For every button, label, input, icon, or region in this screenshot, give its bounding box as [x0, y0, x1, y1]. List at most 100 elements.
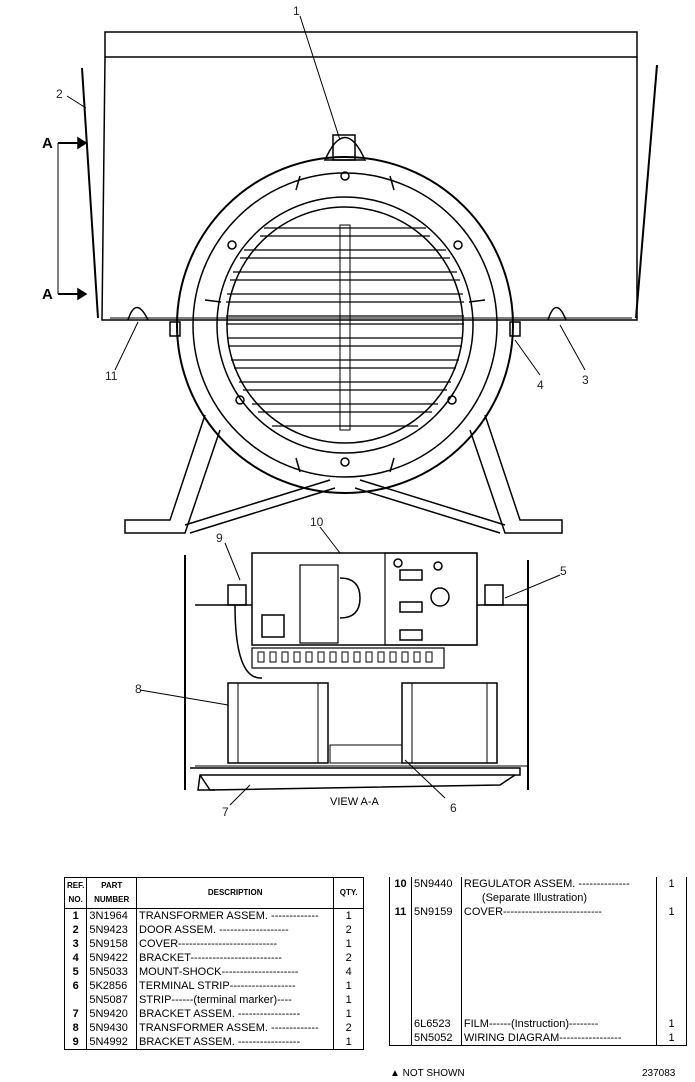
cell-part: 5N4992 [86, 1035, 138, 1050]
callout-8: 8 [135, 682, 142, 696]
cell-part: 5N5052 [410, 1031, 462, 1046]
cell-description: FILM------(Instruction)-------- [460, 1017, 658, 1031]
cell-description-text: REGULATOR ASSEM. -------------- [463, 878, 630, 890]
cell-description: WIRING DIAGRAM----------------- [460, 1031, 658, 1046]
cell-description-note: (Separate Illustration) [481, 892, 588, 904]
cell-description-text: FILM------(Instruction)-------- [463, 1018, 599, 1030]
view-a-a: VIEW A-A [184, 552, 529, 808]
cell-ref [389, 1031, 412, 1046]
cell-qty: 1 [333, 1007, 364, 1021]
cell-description: BRACKET------------------------- [136, 951, 335, 965]
callout-11: 11 [105, 369, 118, 383]
cell-qty: 2 [333, 951, 364, 965]
cell-part: 5K2856 [86, 979, 138, 993]
cell-ref: 6 [63, 979, 88, 993]
leader-lines [66, 15, 586, 806]
cell-qty: 1 [656, 1017, 687, 1031]
cell-part: 5N9430 [86, 1021, 138, 1035]
cell-description: BRACKET ASSEM. ----------------- [136, 1035, 335, 1050]
cell-ref: 3 [63, 937, 88, 951]
cell-ref [63, 993, 88, 1007]
cell-part: 5N9158 [86, 937, 138, 951]
cell-ref: 8 [63, 1021, 88, 1035]
header-qty: QTY. [333, 877, 364, 909]
cell-description: DOOR ASSEM. ------------------- [136, 923, 335, 937]
callout-6: 6 [450, 801, 457, 815]
cell-description: BRACKET ASSEM. ----------------- [136, 1007, 335, 1021]
callout-2: 2 [56, 87, 63, 101]
cell-description-text: COVER--------------------------- [463, 906, 602, 918]
header-part-number: PART NUMBER [86, 877, 138, 909]
header-ref: REF. NO. [63, 877, 88, 909]
cell-qty: 4 [333, 965, 364, 979]
callout-9: 9 [216, 531, 223, 545]
cell-qty: 1 [656, 905, 687, 1017]
cell-qty: 1 [656, 877, 687, 905]
section-marker-top: A [42, 135, 53, 152]
cell-qty: 1 [333, 937, 364, 951]
cell-ref: 2 [63, 923, 88, 937]
cell-description: REGULATOR ASSEM. -------------- (Separate… [460, 877, 658, 905]
cell-qty: 1 [333, 908, 364, 923]
cell-description: TERMINAL STRIP------------------ [136, 979, 335, 993]
parts-table-header: REF. NO. PART NUMBER DESCRIPTION QTY. [63, 877, 364, 909]
view-label: VIEW A-A [330, 796, 380, 808]
callout-1: 1 [293, 4, 300, 18]
header-description: DESCRIPTION [136, 877, 335, 909]
cell-ref: 10 [389, 877, 412, 905]
cell-part: 3N1964 [86, 908, 138, 923]
cell-ref: 5 [63, 965, 88, 979]
not-shown-note: ▲ NOT SHOWN [390, 1068, 465, 1079]
cell-part: 5N9159 [410, 905, 462, 1017]
cell-description: COVER--------------------------- [136, 937, 335, 951]
cell-ref [389, 1017, 412, 1031]
cell-part: 5N9440 [410, 877, 462, 905]
cell-part: 5N9422 [86, 951, 138, 965]
cell-ref: 11 [389, 905, 412, 1017]
cell-ref: 9 [63, 1035, 88, 1050]
cell-qty: 1 [656, 1031, 687, 1046]
cell-part: 5N9420 [86, 1007, 138, 1021]
cell-description-text: WIRING DIAGRAM----------------- [463, 1032, 622, 1044]
figure-number: 237083 [642, 1068, 676, 1079]
callout-5: 5 [560, 564, 567, 578]
exploded-parts-drawing: A A [42, 4, 658, 819]
cell-part: 5N5033 [86, 965, 138, 979]
cell-qty: 2 [333, 1021, 364, 1035]
cell-qty: 1 [333, 1035, 364, 1050]
cell-ref: 1 [63, 908, 88, 923]
section-arrows: A A [42, 135, 88, 303]
cell-part: 5N9423 [86, 923, 138, 937]
callout-4: 4 [537, 378, 544, 392]
section-marker-bottom: A [42, 286, 53, 303]
cell-ref: 7 [63, 1007, 88, 1021]
cell-part: 6L6523 [410, 1017, 462, 1031]
cell-qty: 1 [333, 993, 364, 1007]
cell-part: 5N5087 [86, 993, 138, 1007]
housing-top-view [81, 31, 658, 534]
cell-description: MOUNT-SHOCK--------------------- [136, 965, 335, 979]
callout-10: 10 [310, 515, 324, 529]
cell-qty: 2 [333, 923, 364, 937]
cell-ref: 4 [63, 951, 88, 965]
cell-description: COVER--------------------------- [460, 905, 658, 1017]
callout-7: 7 [222, 805, 229, 819]
cell-description: STRIP------(terminal marker)---- [136, 993, 335, 1007]
cell-description: TRANSFORMER ASSEM. ------------- [136, 908, 335, 923]
cell-qty: 1 [333, 979, 364, 993]
callout-3: 3 [582, 373, 589, 387]
